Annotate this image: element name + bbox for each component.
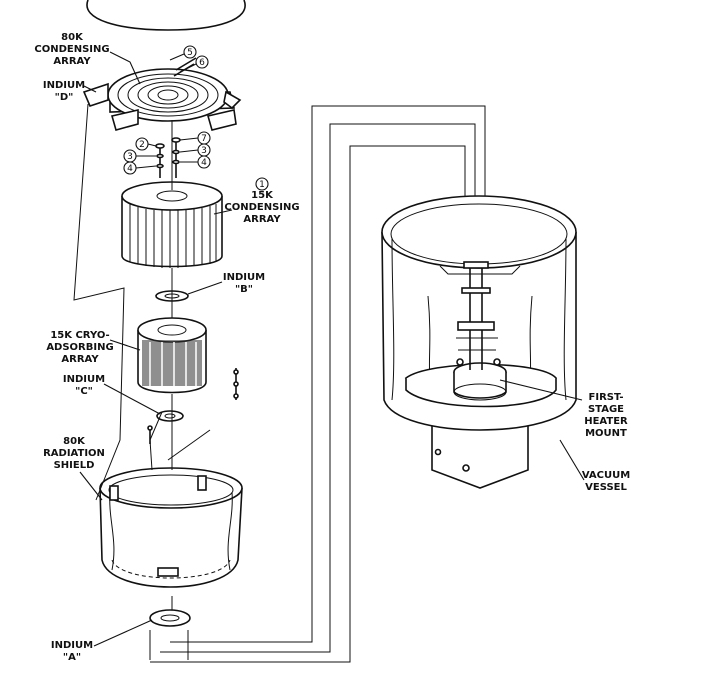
- label-line: "A": [63, 652, 81, 663]
- label-indium-d: INDIUM "D": [43, 80, 85, 103]
- svg-text:6: 6: [199, 58, 205, 68]
- label-condensing-array-80k: 80K CONDENSING ARRAY: [34, 32, 109, 67]
- label-first-stage-heater-mount: FIRST- STAGE HEATER MOUNT: [584, 392, 628, 439]
- label-line: INDIUM: [43, 80, 85, 91]
- label-line: 80K: [61, 32, 84, 43]
- label-vacuum-vessel: VACUUM VESSEL: [582, 470, 630, 493]
- part-number-4a: 4: [123, 161, 137, 175]
- part-number-3a: 3: [123, 149, 137, 163]
- part-number-7: 7: [197, 131, 211, 145]
- label-line: ARRAY: [243, 214, 281, 225]
- label-radiation-shield-80k: 80K RADIATION SHIELD: [43, 436, 105, 471]
- fasteners: [155, 137, 181, 178]
- condensing-array-15k: [121, 181, 223, 268]
- part-number-2: 2: [135, 137, 149, 151]
- label-line: 15K CRYO-: [50, 330, 109, 341]
- part-number-4b: 4: [197, 155, 211, 169]
- label-line: SHIELD: [54, 460, 95, 471]
- label-line: "D": [55, 92, 74, 103]
- label-line: MOUNT: [585, 428, 627, 439]
- label-line: 80K: [63, 436, 86, 447]
- condensing-array-80k: [82, 57, 242, 131]
- label-line: STAGE: [588, 404, 624, 415]
- indium-ring-a: [149, 609, 191, 627]
- label-cryo-adsorbing-array-15k: 15K CRYO- ADSORBING ARRAY: [46, 330, 113, 365]
- svg-text:3: 3: [201, 146, 207, 156]
- top-ring: [86, 0, 246, 31]
- part-number-6: 6: [195, 55, 209, 69]
- label-line: CONDENSING: [34, 44, 109, 55]
- label-line: ARRAY: [53, 56, 91, 67]
- svg-text:4: 4: [127, 164, 133, 174]
- label-line: ADSORBING: [46, 342, 113, 353]
- label-line: INDIUM: [63, 374, 105, 385]
- part-number-1: 1: [255, 177, 269, 191]
- label-indium-b: INDIUM "B": [223, 272, 265, 295]
- radiation-shield-80k: [99, 467, 243, 588]
- label-indium-a: INDIUM "A": [51, 640, 93, 663]
- svg-text:1: 1: [259, 180, 265, 190]
- cryo-adsorbing-array-15k: [137, 317, 207, 394]
- svg-text:3: 3: [127, 152, 133, 162]
- vacuum-vessel: [381, 195, 577, 489]
- connection-path: [150, 105, 486, 663]
- indium-ring-c: [156, 410, 184, 422]
- side-fasteners: [147, 368, 239, 444]
- part-number-5: 5: [183, 45, 197, 59]
- label-line: "C": [75, 386, 93, 397]
- label-line: 15K: [251, 190, 274, 201]
- svg-text:2: 2: [139, 140, 145, 150]
- label-line: INDIUM: [223, 272, 265, 283]
- label-line: RADIATION: [43, 448, 105, 459]
- label-indium-c: INDIUM "C": [63, 374, 105, 397]
- label-line: VESSEL: [585, 482, 627, 493]
- label-line: INDIUM: [51, 640, 93, 651]
- label-line: ARRAY: [61, 354, 99, 365]
- part-number-3b: 3: [197, 143, 211, 157]
- label-line: "B": [235, 284, 253, 295]
- assembly-lines: [73, 103, 211, 660]
- label-line: HEATER: [584, 416, 628, 427]
- label-line: VACUUM: [582, 470, 630, 481]
- svg-text:4: 4: [201, 158, 207, 168]
- label-line: CONDENSING: [224, 202, 299, 213]
- svg-text:5: 5: [187, 48, 193, 58]
- label-condensing-array-15k: 15K CONDENSING ARRAY: [224, 190, 299, 225]
- svg-text:7: 7: [201, 134, 207, 144]
- label-line: FIRST-: [589, 392, 624, 403]
